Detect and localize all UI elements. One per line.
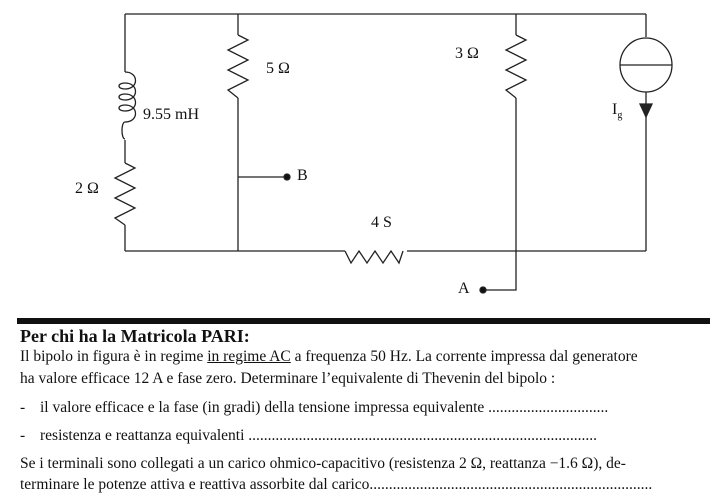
resistor-4S bbox=[344, 249, 404, 265]
inductor-label: 9.55 mH bbox=[143, 106, 199, 123]
resistor-3ohm-label: 3 Ω bbox=[455, 45, 479, 62]
resistor-3ohm bbox=[504, 34, 528, 99]
resistor-5ohm bbox=[226, 34, 250, 99]
resistor-5ohm-label: 5 Ω bbox=[266, 60, 290, 77]
circuit-diagram bbox=[113, 13, 673, 294]
mid-branch-wire bbox=[237, 14, 287, 251]
terminal-b-label: B bbox=[297, 167, 308, 184]
arrow-down-icon bbox=[638, 103, 654, 119]
resistor-2ohm bbox=[113, 162, 137, 226]
conductance-label: 4 S bbox=[371, 214, 392, 231]
section-title: Per chi ha la Matricola PARI: bbox=[20, 326, 250, 346]
section-divider bbox=[17, 318, 710, 324]
right-branch-wire bbox=[483, 14, 517, 291]
terminal-a-dot[interactable] bbox=[479, 286, 487, 294]
terminal-a-label: A bbox=[458, 280, 470, 297]
paragraph-line-1: Il bipolo in figura è in regime in regim… bbox=[20, 348, 638, 365]
source-label: Ig bbox=[612, 101, 623, 122]
paragraph-line-4: terminare le potenze attiva e reattiva a… bbox=[20, 476, 653, 493]
paragraph-line-3: Se i terminali sono collegati a un caric… bbox=[20, 455, 626, 472]
resistor-2ohm-label: 2 Ω bbox=[75, 180, 99, 197]
terminal-b-dot[interactable] bbox=[283, 173, 291, 181]
list-item-1: -il valore efficace e la fase (in gradi)… bbox=[20, 399, 609, 416]
paragraph-line-2: ha valore efficace 12 A e fase zero. Det… bbox=[20, 370, 556, 387]
inductor bbox=[118, 71, 137, 140]
list-item-2: -resistenza e reattanza equivalenti ....… bbox=[20, 427, 598, 444]
